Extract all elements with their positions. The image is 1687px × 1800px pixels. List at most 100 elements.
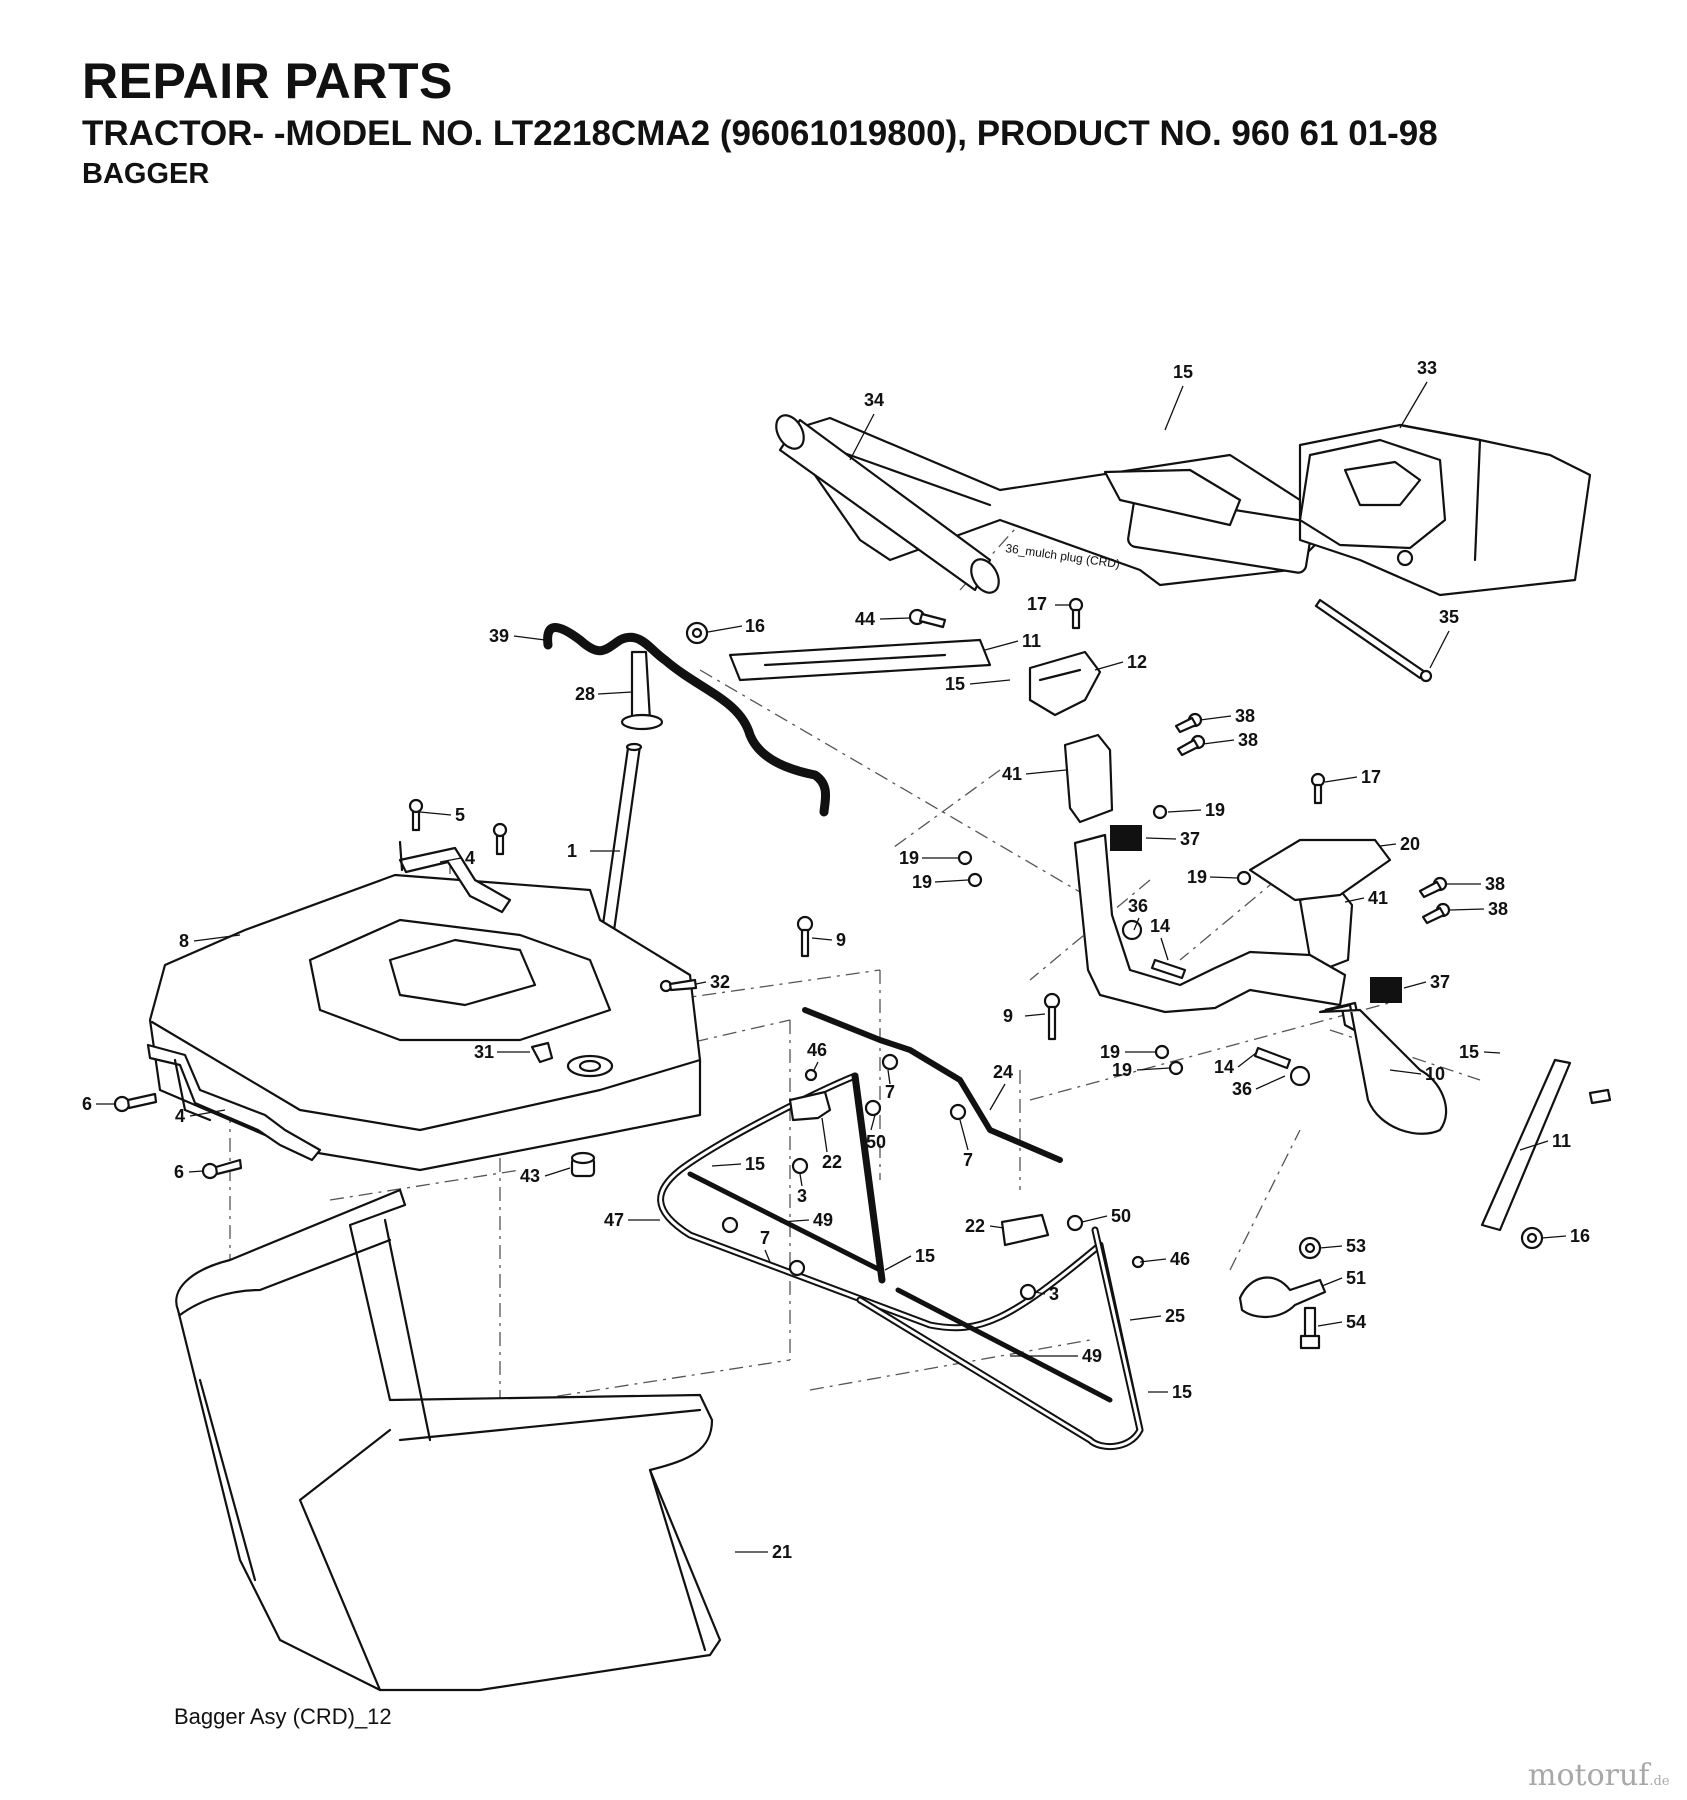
callout-label: 7 <box>760 1228 770 1248</box>
callout-19: 19 <box>899 848 958 868</box>
callout-19: 19 <box>1112 1060 1171 1080</box>
callout-19: 19 <box>1100 1042 1156 1062</box>
callout-label: 15 <box>1172 1382 1192 1402</box>
callout-leader <box>984 640 1019 651</box>
callout-9: 9 <box>811 930 846 950</box>
callout-14: 14 <box>1214 1052 1257 1077</box>
callout-38: 38 <box>1447 874 1505 894</box>
callout-51: 51 <box>1321 1268 1366 1288</box>
callout-15: 15 <box>711 1154 765 1174</box>
callout-50: 50 <box>866 1114 886 1152</box>
bag-frame <box>657 1072 1144 1451</box>
callout-leader <box>439 857 462 863</box>
watermark-suffix: .de <box>1649 1774 1670 1789</box>
callout-19: 19 <box>1187 867 1239 887</box>
callout-41: 41 <box>1344 888 1388 908</box>
callout-leader <box>969 679 1011 685</box>
callout-19: 19 <box>1167 800 1225 820</box>
screw-32 <box>659 978 698 993</box>
callout-15: 15 <box>1164 362 1193 431</box>
model-subtitle: TRACTOR- -MODEL NO. LT2218CMA2 (96061019… <box>82 114 1438 153</box>
callout-leader <box>707 625 743 633</box>
callout-label: 37 <box>1180 829 1200 849</box>
callout-24: 24 <box>989 1062 1013 1111</box>
callout-label: 15 <box>915 1246 935 1266</box>
pin-35 <box>1314 598 1427 680</box>
callout-leader <box>1209 876 1239 879</box>
mulch-plug-assembly: 36_mulch plug (CRD) <box>775 414 1592 597</box>
callout-label: 19 <box>1112 1060 1132 1080</box>
callout-label: 19 <box>912 872 932 892</box>
callout-leader <box>419 811 452 816</box>
callout-label: 51 <box>1346 1268 1366 1288</box>
callout-leader <box>1025 769 1067 775</box>
callout-41: 41 <box>1002 764 1067 784</box>
callout-label: 50 <box>1111 1206 1131 1226</box>
bagger-top-cover <box>148 873 702 1172</box>
callout-3: 3 <box>1034 1284 1059 1304</box>
callout-leader <box>1429 630 1450 669</box>
callout-leader <box>1255 1075 1286 1090</box>
callout-label: 20 <box>1400 834 1420 854</box>
callout-leader <box>1081 1215 1108 1223</box>
callout-label: 4 <box>465 848 475 868</box>
bracket-20 <box>1248 838 1392 902</box>
callout-leader <box>1139 1258 1167 1263</box>
callout-17: 17 <box>1027 594 1070 614</box>
callout-label: 12 <box>1127 652 1147 672</box>
callout-leader <box>812 1061 819 1073</box>
callout-leader <box>1129 1315 1162 1321</box>
callout-38: 38 <box>1449 899 1508 919</box>
callout-label: 37 <box>1430 972 1450 992</box>
callout-label: 19 <box>1100 1042 1120 1062</box>
section-heading: BAGGER <box>82 158 210 190</box>
bracket-12 <box>1028 650 1102 717</box>
callout-label: 11 <box>1022 631 1041 651</box>
handle-side <box>146 1043 322 1162</box>
callout-label: 16 <box>745 616 765 636</box>
callout-7: 7 <box>760 1228 771 1263</box>
callout-leader <box>1024 1013 1046 1017</box>
callout-leader <box>1136 1067 1171 1071</box>
callout-4: 4 <box>175 1106 226 1126</box>
callout-leader <box>1133 917 1140 931</box>
handle-top <box>398 846 512 914</box>
diagram-caption: Bagger Asy (CRD)_12 <box>174 1704 392 1729</box>
callout-44: 44 <box>855 609 911 629</box>
callout-label: 19 <box>1205 800 1225 820</box>
callout-6: 6 <box>82 1094 115 1114</box>
callout-label: 10 <box>1425 1064 1445 1084</box>
callout-label: 38 <box>1238 730 1258 750</box>
bolt-44 <box>908 608 947 629</box>
nuts-19 <box>957 804 1252 1076</box>
callout-leader <box>1449 908 1485 911</box>
callout-label: 5 <box>455 805 465 825</box>
callout-leader <box>1237 1052 1257 1068</box>
screws-6 <box>113 1092 243 1180</box>
callout-label: 53 <box>1346 1236 1366 1256</box>
callout-leader <box>764 1249 771 1263</box>
callout-3: 3 <box>797 1173 807 1206</box>
callout-49: 49 <box>779 1210 833 1230</box>
callout-leader <box>189 1109 226 1117</box>
callout-37: 37 <box>1145 829 1200 849</box>
callout-label: 16 <box>1570 1226 1590 1246</box>
callout-leader <box>849 413 875 461</box>
callout-11: 11 <box>1519 1131 1571 1151</box>
callout-leader <box>1399 381 1428 429</box>
callout-16: 16 <box>707 616 765 636</box>
callout-leader <box>1344 897 1365 903</box>
callout-label: 28 <box>575 684 595 704</box>
callout-label: 43 <box>520 1166 540 1186</box>
callout-leader <box>799 1173 803 1187</box>
callout-label: 15 <box>1459 1042 1479 1062</box>
callout-21: 21 <box>735 1542 792 1562</box>
callout-46: 46 <box>807 1040 827 1073</box>
bolt-54 <box>1299 1306 1321 1350</box>
callout-12: 12 <box>1094 652 1147 672</box>
callout-leader <box>1160 937 1169 961</box>
callout-15: 15 <box>945 674 1011 694</box>
callout-33: 33 <box>1399 358 1437 429</box>
callout-47: 47 <box>604 1210 660 1230</box>
callout-leader <box>1379 843 1397 847</box>
